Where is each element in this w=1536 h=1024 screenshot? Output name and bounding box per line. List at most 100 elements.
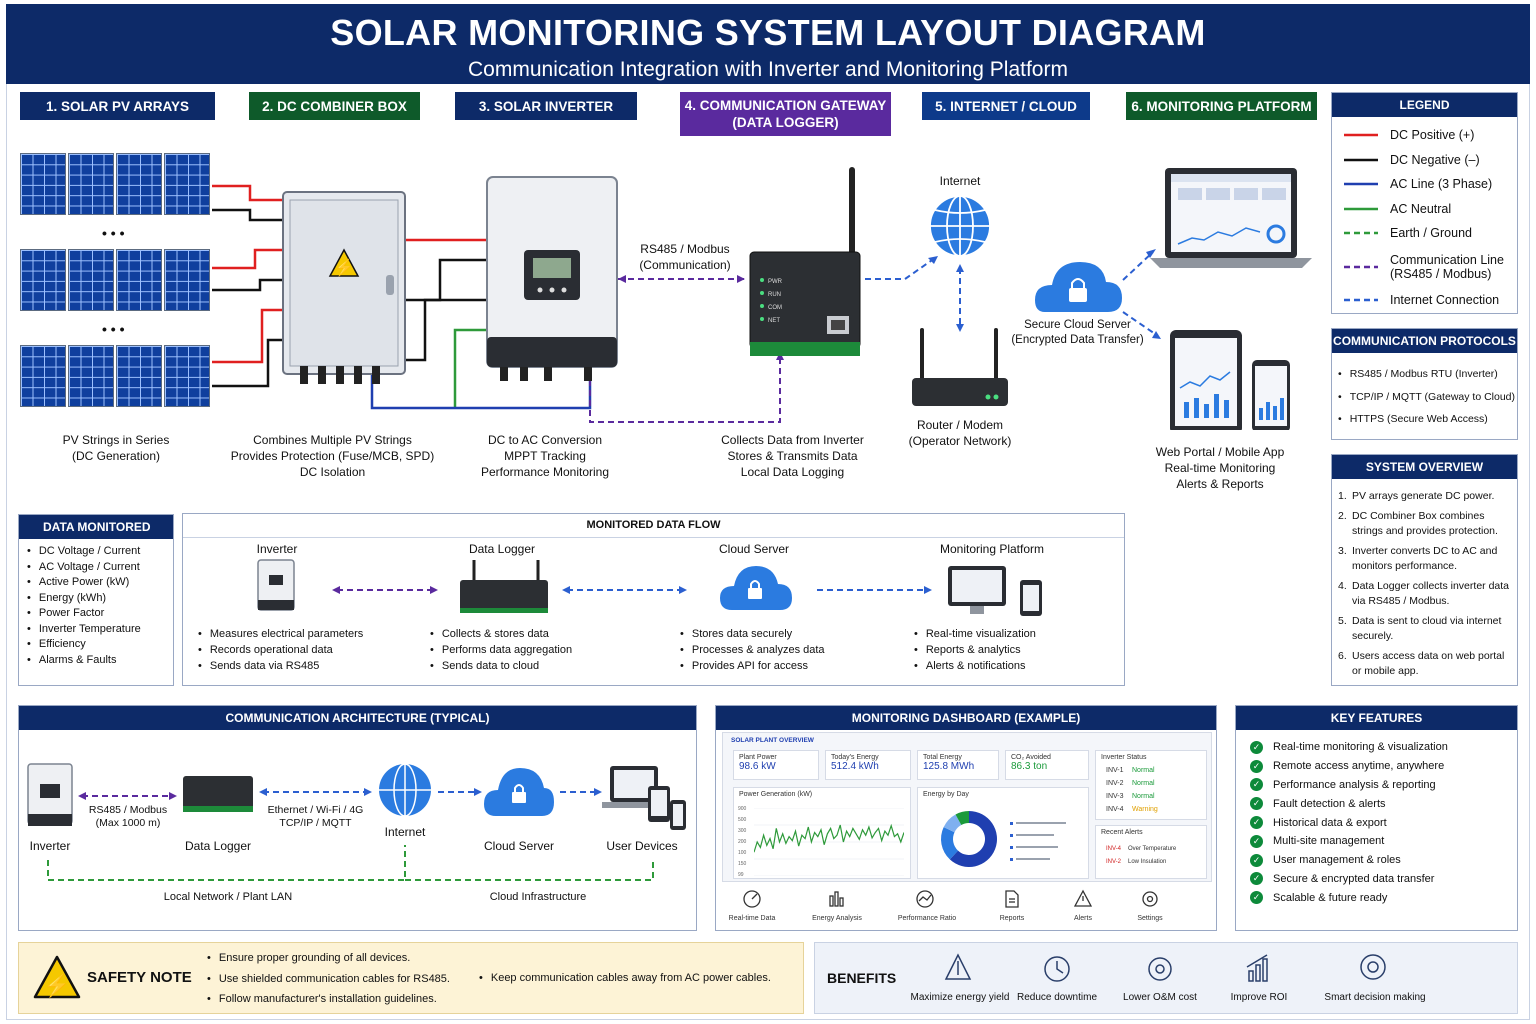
arrowheads [618,249,1161,360]
gear-icon [1142,891,1158,907]
check-icon: ✓ [1250,853,1263,867]
pv-caption: PV Strings in Series(DC Generation) [62,433,170,463]
benefit-icons [944,953,1386,982]
laptop-icon [1150,168,1312,268]
overview-item: 2.DC Combiner Box combines strings and p… [1338,510,1498,537]
nav-label[interactable]: Energy Analysis [812,915,862,922]
legend-swatch [1344,158,1378,161]
power-line-chart [754,808,904,876]
safety-note: ⚡ SAFETY NOTE Ensure proper grounding of… [18,942,804,1014]
pv-panel [116,153,162,215]
legend-title: LEGEND [1332,93,1517,117]
legend-item: AC Line (3 Phase) [1344,172,1517,197]
step-label-platform: 6. MONITORING PLATFORM [1126,92,1317,120]
check-icon: ✓ [1250,797,1263,811]
check-icon: ✓ [1250,816,1263,830]
dashboard-nav-icons [743,889,1158,908]
flow-col-list: Real-time visualizationReports & analyti… [914,626,1036,674]
arch-node-label: Inverter [29,839,71,853]
monitored-item: Alarms & Faults [27,653,173,669]
legend-swatch [1344,183,1378,186]
feature-item: ✓Scalable & future ready [1250,888,1517,907]
overview-item: 6.Users access data on web portal or mob… [1338,650,1505,677]
overview-item: 4.Data Logger collects inverter data via… [1338,580,1510,607]
check-icon: ✓ [1250,740,1263,754]
cost-icon [1148,957,1172,981]
dashboard-overview-label: SOLAR PLANT OVERVIEW [731,737,814,744]
benefit-label: Reduce downtime [1016,992,1098,1003]
arch-globe-icon [379,763,431,817]
data-monitored-title: DATA MONITORED [19,515,173,539]
legend-label: Internet Connection [1390,292,1500,307]
legend-item: DC Negative (–) [1344,148,1517,173]
pv-panel [116,249,162,311]
monitored-item: Power Factor [27,606,173,622]
legend-swatch [1344,232,1378,235]
flow-logger-icon [460,560,548,613]
combiner-box: ⚡ [282,191,406,384]
page-title: SOLAR MONITORING SYSTEM LAYOUT DIAGRAM [330,12,1206,53]
feature-item: ✓Secure & encrypted data transfer [1250,870,1517,889]
flow-col-title: Cloud Server [718,542,790,556]
pv-ellipsis: • • • [102,225,125,241]
nav-label[interactable]: Alerts [1074,915,1092,922]
benefit-label: Maximize energy yield [910,992,1010,1003]
data-logger-unit [749,167,861,356]
overview-item: 1.PV arrays generate DC power. [1338,490,1495,502]
flow-col-list: Stores data securelyProcesses & analyzes… [680,626,825,674]
pv-ellipsis: • • • [102,321,125,337]
benefit-label: Improve ROI [1230,992,1288,1003]
legend-item: Communication Line(RS485 / Modbus) [1344,246,1517,288]
header-banner: SOLAR MONITORING SYSTEM LAYOUT DIAGRAM C… [6,4,1530,84]
phone-icon [1252,360,1290,430]
data-monitored-card: DATA MONITORED DC Voltage / Current AC V… [18,514,174,686]
dashboard-title: MONITORING DASHBOARD (EXAMPLE) [716,706,1216,730]
router-icon [912,328,1008,406]
overview-title: SYSTEM OVERVIEW [1332,455,1517,479]
arch-devices-icon [602,766,686,830]
pv-panel [20,249,66,311]
flow-inverter-icon [257,559,295,611]
feature-item: ✓User management & roles [1250,851,1517,870]
protocols-card: COMMUNICATION PROTOCOLS RS485 / Modbus R… [1331,328,1518,440]
nav-label[interactable]: Reports [999,915,1025,922]
flow-col-title: Monitoring Platform [939,542,1045,556]
step-label-gateway: 4. COMMUNICATION GATEWAY (DATA LOGGER) [680,92,891,136]
arch-cloud-icon [484,768,554,816]
nav-label[interactable]: Settings [1137,915,1163,922]
nav-label[interactable]: Real-time Data [728,915,776,922]
nav-label[interactable]: Performance Ratio [897,915,957,922]
safety-list: Ensure proper grounding of all devices.U… [207,948,450,1010]
monitored-item: AC Voltage / Current [27,560,173,576]
arch-inverter-icon [27,763,73,826]
bar-chart-icon [829,891,844,907]
overview-card: SYSTEM OVERVIEW 1.PV arrays generate DC … [1331,454,1518,686]
pv-arrays: • • • • • • [20,153,212,413]
benefit-label: Lower O&M cost [1123,992,1197,1003]
arch-node-label: Data Logger [184,839,252,853]
arch-lan-label: Local Network / Plant LAN [163,891,293,903]
router-caption: Router / Modem(Operator Network) [908,418,1012,448]
legend-swatch [1344,265,1378,268]
benefit-label: Smart decision making [1324,992,1426,1003]
step-label-inverter: 3. SOLAR INVERTER [455,92,637,120]
check-icon: ✓ [1250,778,1263,792]
donut-slice [949,811,997,867]
flow-monitor-icon [948,566,1042,616]
step-label-combiner: 2. DC COMBINER BOX [249,92,420,120]
step-label-gateway-line1: 4. COMMUNICATION GATEWAY [684,98,887,113]
flow-cloud-icon [720,566,792,610]
check-icon: ✓ [1250,872,1263,886]
benefits-panel: BENEFITS Maximize energy yield Reduce do… [814,942,1518,1014]
legend-swatch [1344,134,1378,137]
